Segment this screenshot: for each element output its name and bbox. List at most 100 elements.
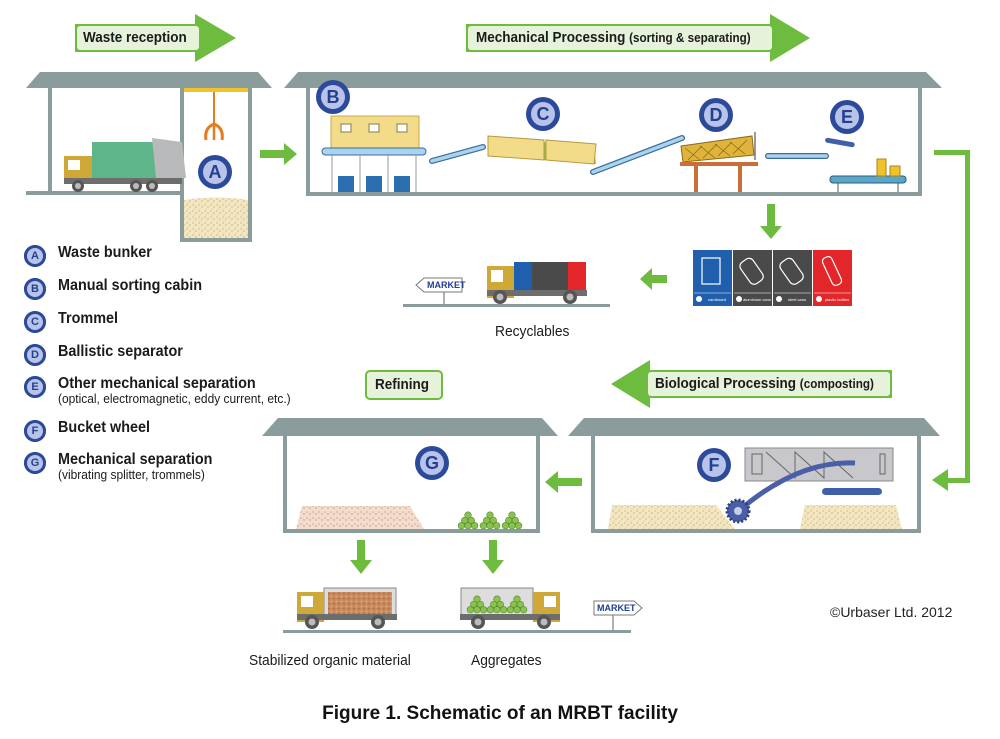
aggregates-truck-icon: [460, 587, 560, 629]
bin-label: aluminium cans: [743, 297, 771, 302]
recycling-bins: cardboard aluminium cans steel cans plastic…: [693, 250, 852, 306]
legend-badge: B: [24, 278, 46, 300]
legend-badge: A: [24, 245, 46, 267]
badge-letter: D: [710, 105, 723, 125]
ballistic-separator-icon: [680, 132, 758, 192]
badge-letter: A: [209, 162, 222, 182]
bin-aluminium-cans: aluminium cans: [733, 250, 772, 306]
stage-label-sub: (sorting & separating): [629, 30, 751, 45]
figure-title: Figure 1. Schematic of an MRBT facility: [322, 703, 678, 724]
compost-piles: [608, 505, 902, 529]
bin-steel-cans: steel cans: [773, 250, 812, 306]
legend-item-d: D Ballistic separator: [24, 343, 344, 376]
legend-desc: (optical, electromagnetic, eddy current,…: [58, 391, 291, 406]
badge-g: G: [415, 446, 449, 480]
recycle-icon: [776, 296, 782, 302]
aluminium-can-icon: [739, 257, 764, 285]
legend-badge-letter: F: [27, 423, 43, 439]
copyright: ©Urbaser Ltd. 2012: [830, 604, 953, 620]
flow-arrow-a-to-b: [260, 143, 297, 165]
badge-letter: E: [841, 107, 853, 127]
recycle-icon: [696, 296, 702, 302]
recyclables-truck-icon: [403, 262, 610, 307]
bucket-wheel-icon: [725, 447, 894, 524]
badge-e: E: [830, 100, 864, 134]
stage-label-text: Waste reception: [83, 29, 187, 46]
biological-building: [568, 418, 940, 533]
badge-b: B: [316, 80, 350, 114]
stage-label-text: Biological Processing: [655, 375, 797, 392]
flow-arrow-f-to-g: [545, 471, 582, 493]
legend-item-e: E Other mechanical separation (optical, …: [24, 375, 344, 408]
legend-item-c: C Trommel: [24, 310, 344, 343]
badge-letter: C: [537, 104, 550, 124]
stage-label-biological: Biological Processing (composting): [655, 375, 874, 392]
legend-badge-letter: A: [27, 248, 43, 264]
refining-building: [262, 418, 558, 533]
badge-letter: B: [327, 87, 340, 107]
stage-label-mechanical: Mechanical Processing (sorting & separat…: [476, 29, 751, 46]
waste-bunker-pile: [184, 197, 248, 238]
recycle-icon: [736, 296, 742, 302]
caption-aggregates: Aggregates: [471, 652, 542, 669]
legend-badge: G: [24, 452, 46, 474]
plastic-bottle-icon: [821, 256, 843, 286]
flow-line-to-biological: [932, 150, 970, 491]
bin-label: steel cans: [788, 297, 806, 302]
legend-title: Ballistic separator: [58, 343, 183, 360]
market-sign-text: MARKET: [427, 280, 466, 290]
caption-stabilized: Stabilized organic material: [249, 652, 411, 669]
bin-label: cardboard: [708, 297, 726, 302]
legend-title: Waste bunker: [58, 244, 152, 261]
badge-c: C: [526, 97, 560, 131]
legend-badge-letter: D: [27, 347, 43, 363]
badge-a: A: [198, 155, 232, 189]
aggregate-piles: [457, 511, 523, 530]
legend-item-f: F Bucket wheel: [24, 419, 344, 452]
badge-f: F: [697, 448, 731, 482]
aggregates-load: [466, 595, 528, 614]
stabilized-pile: [296, 506, 424, 529]
stage-label-text: Refining: [375, 376, 429, 393]
biological-processing-arrow: [611, 360, 892, 408]
stage-label-text: Mechanical Processing: [476, 29, 626, 46]
legend-badge-letter: C: [27, 314, 43, 330]
legend-item-b: B Manual sorting cabin: [24, 277, 344, 310]
bin-plastic-bottles: plastic bottles: [813, 250, 852, 306]
legend-title: Bucket wheel: [58, 419, 151, 436]
legend-title: Manual sorting cabin: [58, 277, 203, 294]
trommel-icon: [487, 135, 597, 165]
steel-can-icon: [779, 257, 804, 285]
badge-letter: G: [425, 453, 439, 473]
stage-label-refining: Refining: [375, 376, 429, 393]
stage-label-waste-reception: Waste reception: [83, 29, 187, 46]
legend-badge-letter: E: [27, 379, 43, 395]
legend-title: Mechanical separation: [58, 451, 213, 468]
legend-item-a: A Waste bunker: [24, 244, 344, 277]
waste-reception-arrow: [75, 14, 236, 62]
legend-title: Other mechanical separation: [58, 375, 256, 392]
caption-recyclables: Recyclables: [495, 323, 570, 340]
mechanical-processing-arrow: [466, 14, 810, 62]
recycle-icon: [816, 296, 822, 302]
legend-badge: F: [24, 420, 46, 442]
badge-d: D: [699, 98, 733, 132]
crane-grab-icon: [204, 92, 224, 141]
road-bottom: [283, 630, 631, 633]
garbage-truck-icon: [64, 138, 186, 192]
manual-sorting-cabin-icon: [321, 115, 427, 192]
badge-letter: F: [709, 455, 720, 475]
flow-arrow-to-stabilized: [350, 540, 372, 574]
bin-cardboard: cardboard: [693, 250, 732, 306]
legend-title: Trommel: [58, 310, 119, 327]
bin-label: plastic bottles: [825, 297, 849, 302]
market-sign-text: MARKET: [597, 603, 636, 613]
legend-badge: E: [24, 376, 46, 398]
legend-badge: C: [24, 311, 46, 333]
flow-arrow-to-bins: [760, 204, 782, 239]
flow-arrow-to-aggregates: [482, 540, 504, 574]
mechanical-building: [284, 72, 942, 196]
stage-label-sub: (composting): [799, 376, 874, 391]
